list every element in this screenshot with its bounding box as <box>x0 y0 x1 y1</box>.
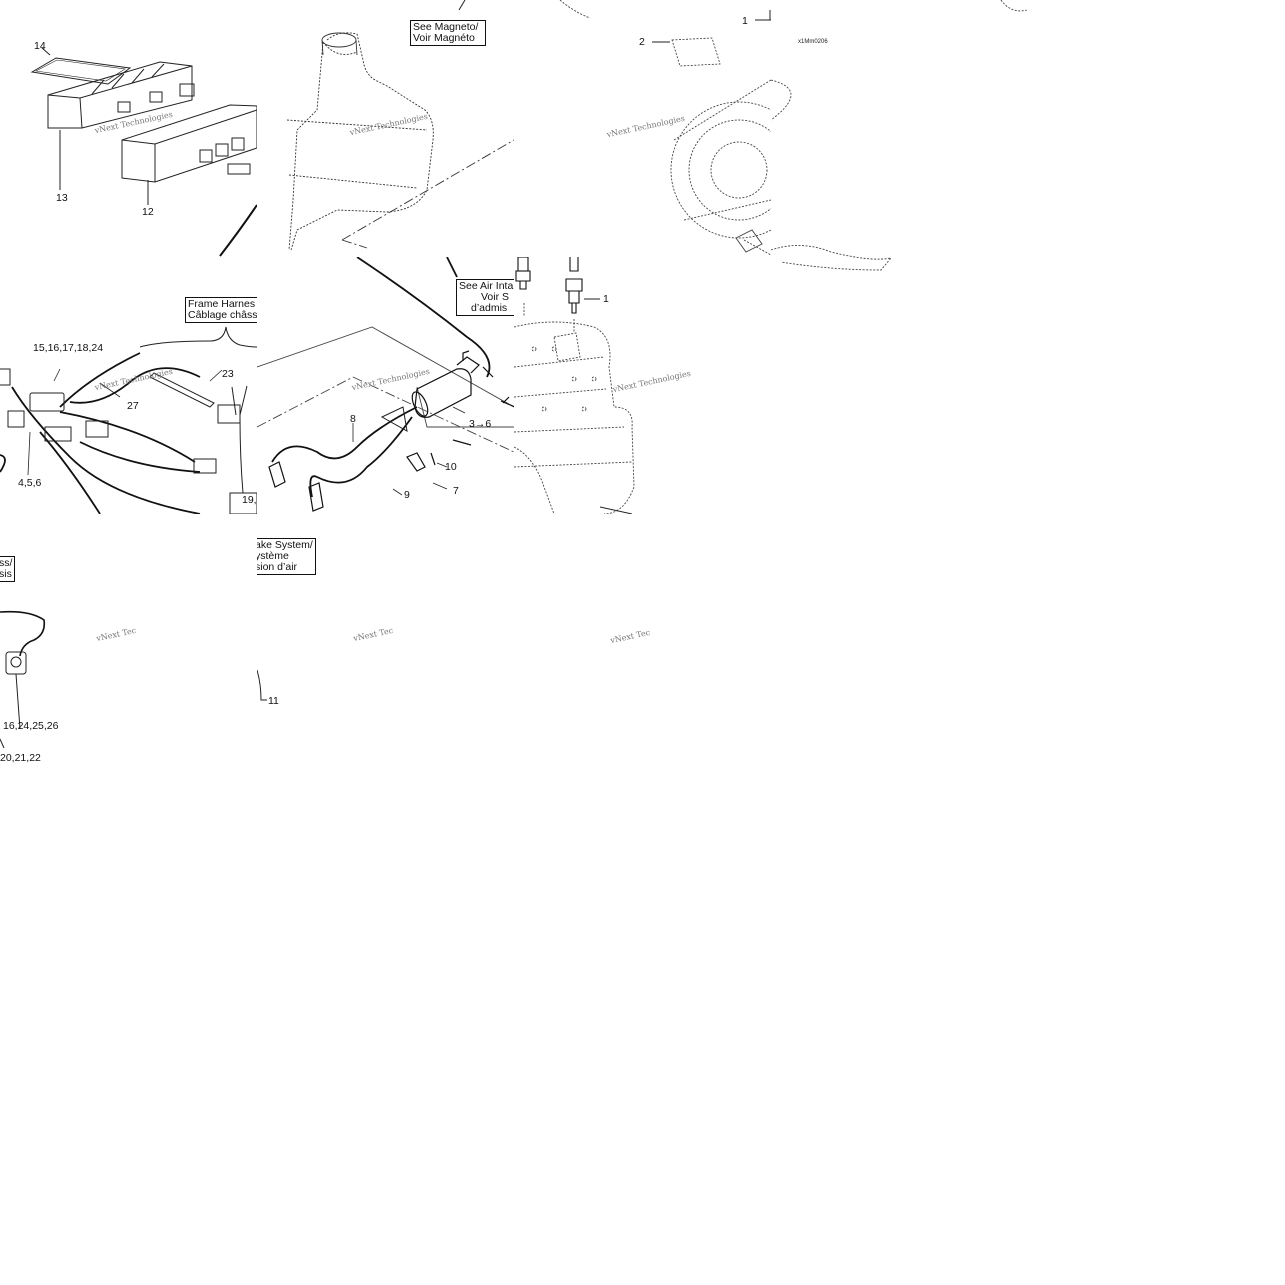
ref-line: sion d’air <box>257 561 298 573</box>
tile-cylinder: 1 vNext Technologies <box>514 257 771 514</box>
ref-line: Câblage châss <box>188 309 257 321</box>
tile-bottom-right: vNext Tec <box>514 514 654 771</box>
tile-engine-edge: x1Mm0206 <box>771 0 1028 280</box>
ref-line: See Air Inta <box>459 280 514 292</box>
callout-27: 27 <box>127 400 139 412</box>
ref-line: ake System/ <box>257 539 313 551</box>
ref-box-air-intake[interactable]: See Air Inta Voir S d’admis <box>456 279 514 316</box>
ignition-drawing <box>257 257 514 512</box>
callout-3-6: 3→6 <box>469 418 492 430</box>
engine-top-drawing <box>559 0 771 256</box>
tile-engine-top: 2 1 vNext Technologies <box>514 0 771 257</box>
callout-13: 13 <box>56 192 68 204</box>
tile-bottom-middle: ake System/ ystème sion d’air 11 vNext T… <box>257 514 514 771</box>
callout-23: 23 <box>222 368 234 380</box>
callout-2: 2 <box>639 36 645 48</box>
ref-box-magneto[interactable]: See Magneto/ Voir Magnéto <box>410 20 486 46</box>
ref-line: See Magneto/ <box>413 21 479 33</box>
callout-15-16-17-18-24: 15,16,17,18,24 <box>33 342 104 354</box>
callout-12: 12 <box>142 206 154 218</box>
bottom-middle-drawing <box>257 669 267 701</box>
tile-ignition: 8 3→6 10 7 9 vNext Technologies See Air … <box>257 257 514 514</box>
callout-10: 10 <box>445 461 457 473</box>
ref-line: d’admis <box>471 302 508 314</box>
ref-line: Frame Harnes <box>188 298 256 310</box>
callout-9: 9 <box>404 489 410 501</box>
callout-20-21-22: 20,21,22 <box>0 752 41 764</box>
ref-box-frame-harness[interactable]: Frame Harnes Câblage châss <box>185 297 257 323</box>
ref-line: Voir Magnéto <box>413 32 475 44</box>
callout-14: 14 <box>34 40 46 52</box>
ref-line: Voir S <box>481 291 510 303</box>
ref-line: ystème <box>257 550 289 562</box>
callout-8: 8 <box>350 413 356 425</box>
tile-reservoir: See Magneto/ Voir Magnéto vNext Technolo… <box>257 0 514 257</box>
cylinder-drawing <box>514 257 635 514</box>
callout-4-5-6: 4,5,6 <box>18 477 42 489</box>
callout-16-24-25-26: 16,24,25,26 <box>3 720 59 732</box>
drawing-code: x1Mm0206 <box>798 39 828 45</box>
modules-drawing <box>30 47 257 257</box>
ref-box-intake-system[interactable]: ake System/ ystème sion d’air <box>257 538 316 575</box>
bottom-left-drawing <box>0 610 46 749</box>
callout-1: 1 <box>603 293 609 305</box>
ref-line: sis <box>0 568 12 580</box>
watermark: vNext Tec <box>609 627 651 646</box>
callout-19: 19, <box>242 494 257 506</box>
ref-line: ss/ <box>0 557 13 569</box>
tile-bottom-left: ss/ sis 16,24,25,26 20,21,22 vNext Tec <box>0 514 257 771</box>
callout-1: 1 <box>742 15 748 27</box>
ref-box-frame-fragment[interactable]: ss/ sis <box>0 556 15 582</box>
callout-7: 7 <box>453 485 459 497</box>
tile-modules: 14 13 12 vNext Technologies <box>0 0 257 257</box>
tile-harness: Frame Harnes Câblage châss 15,16,17,18,2… <box>0 257 257 514</box>
engine-edge-drawing <box>771 0 1028 271</box>
reservoir-drawing <box>286 0 514 251</box>
harness-drawing <box>0 326 257 514</box>
callout-11: 11 <box>268 695 279 707</box>
